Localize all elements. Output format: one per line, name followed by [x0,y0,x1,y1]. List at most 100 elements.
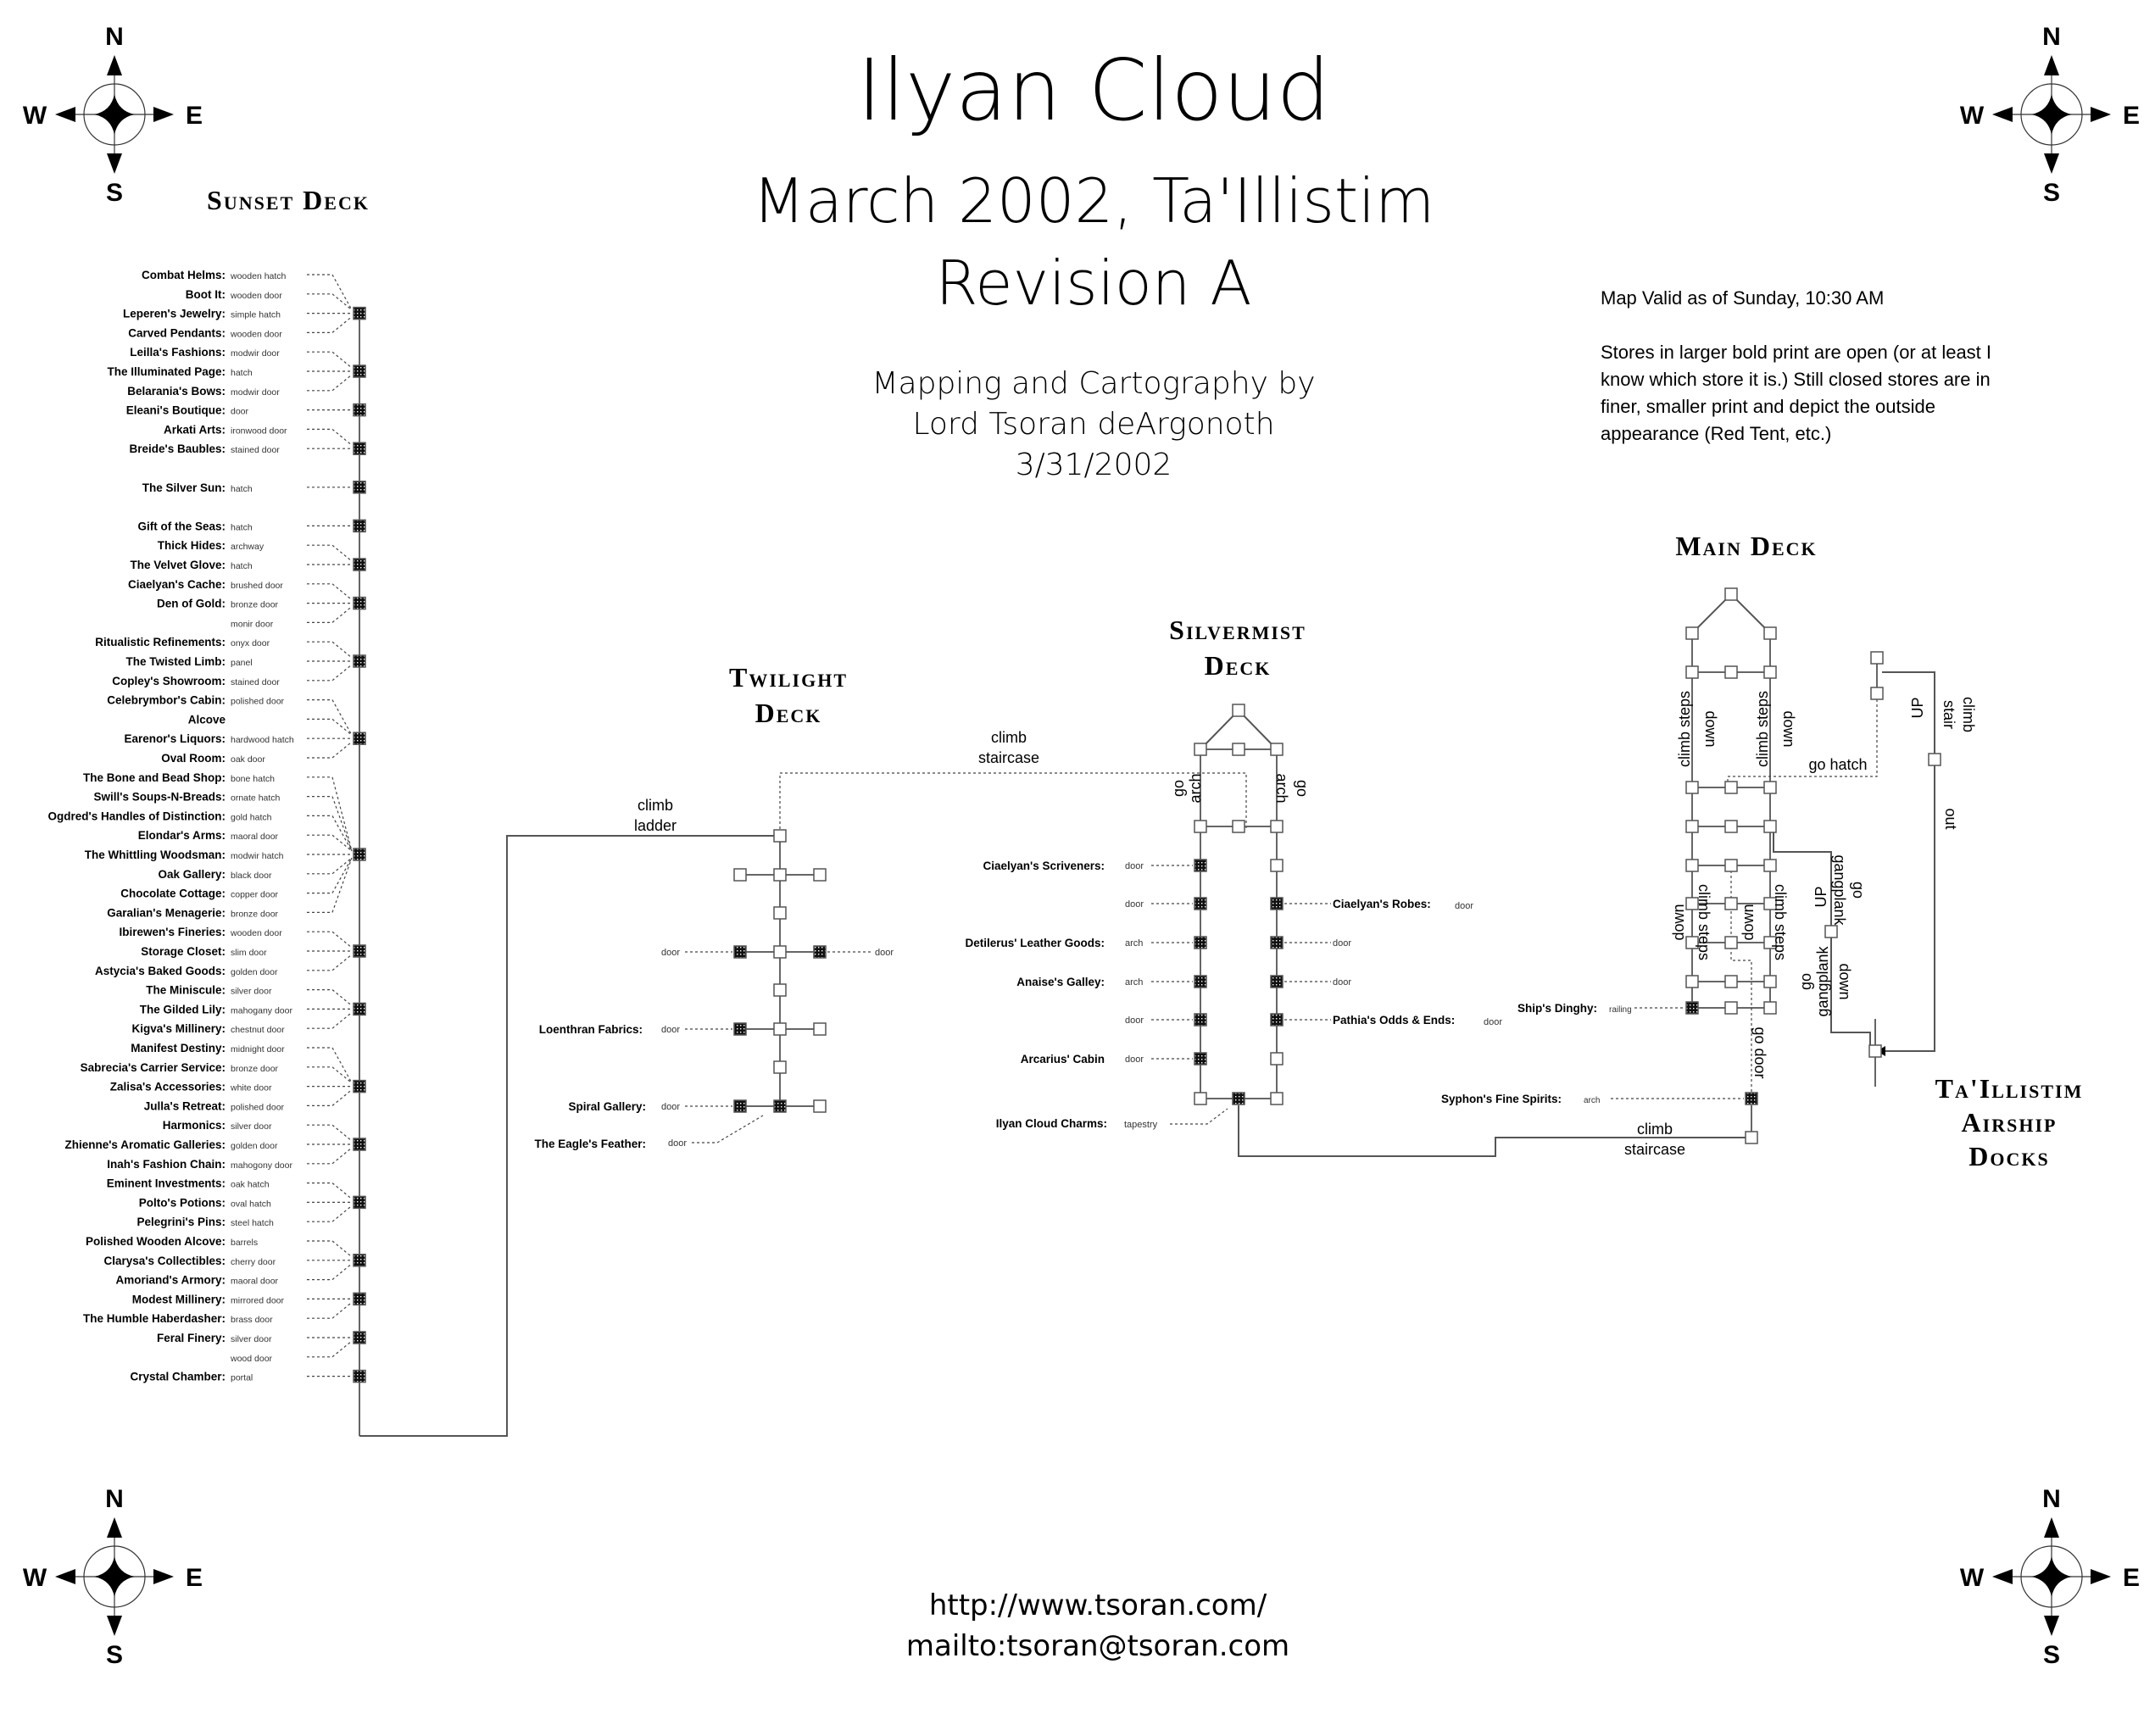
silvermist-shop-node[interactable] [1270,897,1284,910]
sunset-shop-node[interactable] [353,481,366,494]
room-node[interactable] [1763,626,1777,640]
room-node[interactable] [1724,936,1738,949]
room-node[interactable] [1270,859,1284,872]
room-node[interactable] [1724,859,1738,872]
sunset-shop-node[interactable] [353,1079,366,1093]
sunset-shop-node[interactable] [353,1292,366,1306]
room-node[interactable] [733,868,747,882]
room-node[interactable] [1685,859,1699,872]
twilight-room[interactable] [773,945,787,959]
silvermist-shop-node[interactable] [1194,1052,1207,1066]
room-node[interactable] [1928,753,1941,766]
room-node[interactable] [1685,820,1699,833]
room-node[interactable] [1724,1001,1738,1015]
room-node[interactable] [1763,1001,1777,1015]
staircase-node[interactable] [1745,1131,1758,1144]
sunset-shop-node[interactable] [353,732,366,745]
sunset-shop-node[interactable] [353,1195,366,1210]
silvermist-shop-node[interactable] [1270,1013,1284,1027]
silvermist-shop-node[interactable] [1194,1013,1207,1027]
twilight-room[interactable] [773,829,787,843]
silvermist-shop-node[interactable] [1270,936,1284,949]
twilight-room[interactable] [773,868,787,882]
twilight-room[interactable] [773,1022,787,1036]
silvermist-shop-node[interactable] [1194,936,1207,949]
room-node[interactable] [1270,1052,1284,1066]
room-node[interactable] [1724,820,1738,833]
sunset-shop-node[interactable] [353,596,366,610]
email-link[interactable]: mailto:tsoran@tsoran.com [905,1629,1290,1663]
silvermist-shop-node[interactable] [1270,975,1284,988]
room-node[interactable] [1724,587,1738,601]
room-node[interactable] [1763,897,1777,910]
room-node[interactable] [813,1022,827,1036]
room-node[interactable] [1232,743,1245,756]
twilight-room[interactable] [773,1060,787,1074]
silvermist-shop-node[interactable] [1232,1092,1245,1105]
twilight-shop-node[interactable] [733,1022,747,1036]
room-node[interactable] [1194,743,1207,756]
sunset-shop-node[interactable] [353,558,366,571]
room-node[interactable] [1270,1092,1284,1105]
silvermist-shop-node[interactable] [1194,859,1207,872]
room-node[interactable] [1763,859,1777,872]
twilight-room[interactable] [773,1099,787,1113]
twilight-room[interactable] [773,906,787,920]
room-node[interactable] [1724,665,1738,679]
silvermist-shop-node[interactable] [1194,897,1207,910]
room-node[interactable] [1685,626,1699,640]
room-node[interactable] [813,868,827,882]
sunset-shop-node[interactable] [353,1369,366,1383]
shop-name-label: The Silver Sun: [142,481,226,494]
sunset-shop-node[interactable] [353,654,366,668]
room-node[interactable] [1685,936,1699,949]
docks-title-line2: Airship [1961,1107,2058,1138]
room-node[interactable] [1685,781,1699,794]
sunset-shop-node[interactable] [353,1254,366,1267]
room-node[interactable] [1685,897,1699,910]
room-node[interactable] [1870,687,1884,700]
room-node[interactable] [1763,820,1777,833]
twilight-room[interactable] [773,983,787,997]
room-node[interactable] [1685,665,1699,679]
dinghy-node[interactable] [1685,1001,1699,1015]
room-node[interactable] [1194,1092,1207,1105]
room-node[interactable] [1824,925,1838,938]
sunset-shop-node[interactable] [353,364,366,378]
sunset-shop-node[interactable] [353,403,366,417]
sunset-shop-node[interactable] [353,442,366,455]
twilight-shop-node[interactable] [733,1099,747,1113]
room-node[interactable] [813,1099,827,1113]
sunset-shop-node[interactable] [353,848,366,861]
room-node[interactable] [1232,820,1245,833]
sunset-shop-node[interactable] [353,1138,366,1151]
shop-entry-label: polished door [231,697,285,707]
room-node[interactable] [1763,781,1777,794]
room-node[interactable] [1194,820,1207,833]
room-node[interactable] [1685,975,1699,988]
room-node[interactable] [1763,936,1777,949]
room-node[interactable] [1232,704,1245,717]
website-link[interactable]: http://www.tsoran.com/ [928,1589,1267,1622]
twilight-shop-node[interactable] [733,945,747,959]
room-node[interactable] [1763,975,1777,988]
silvermist-shop-node[interactable] [1194,975,1207,988]
spirits-node[interactable] [1745,1092,1758,1105]
sunset-shop-node[interactable] [353,306,366,320]
room-node[interactable] [1270,820,1284,833]
room-node[interactable] [1724,975,1738,988]
room-node[interactable] [1724,781,1738,794]
room-node[interactable] [1270,743,1284,756]
sunset-shop-node[interactable] [353,1002,366,1016]
twilight-shop-node[interactable] [813,945,827,959]
path-segment [307,1301,353,1319]
airship-dock-node[interactable] [1868,1044,1882,1058]
room-node[interactable] [1870,651,1884,665]
room-node[interactable] [1763,665,1777,679]
sunset-shop-node[interactable] [353,944,366,958]
north-arrow-icon [2044,55,2059,75]
room-node[interactable] [1724,897,1738,910]
sunset-shop-node[interactable] [353,519,366,533]
sunset-shop-node[interactable] [353,1331,366,1344]
